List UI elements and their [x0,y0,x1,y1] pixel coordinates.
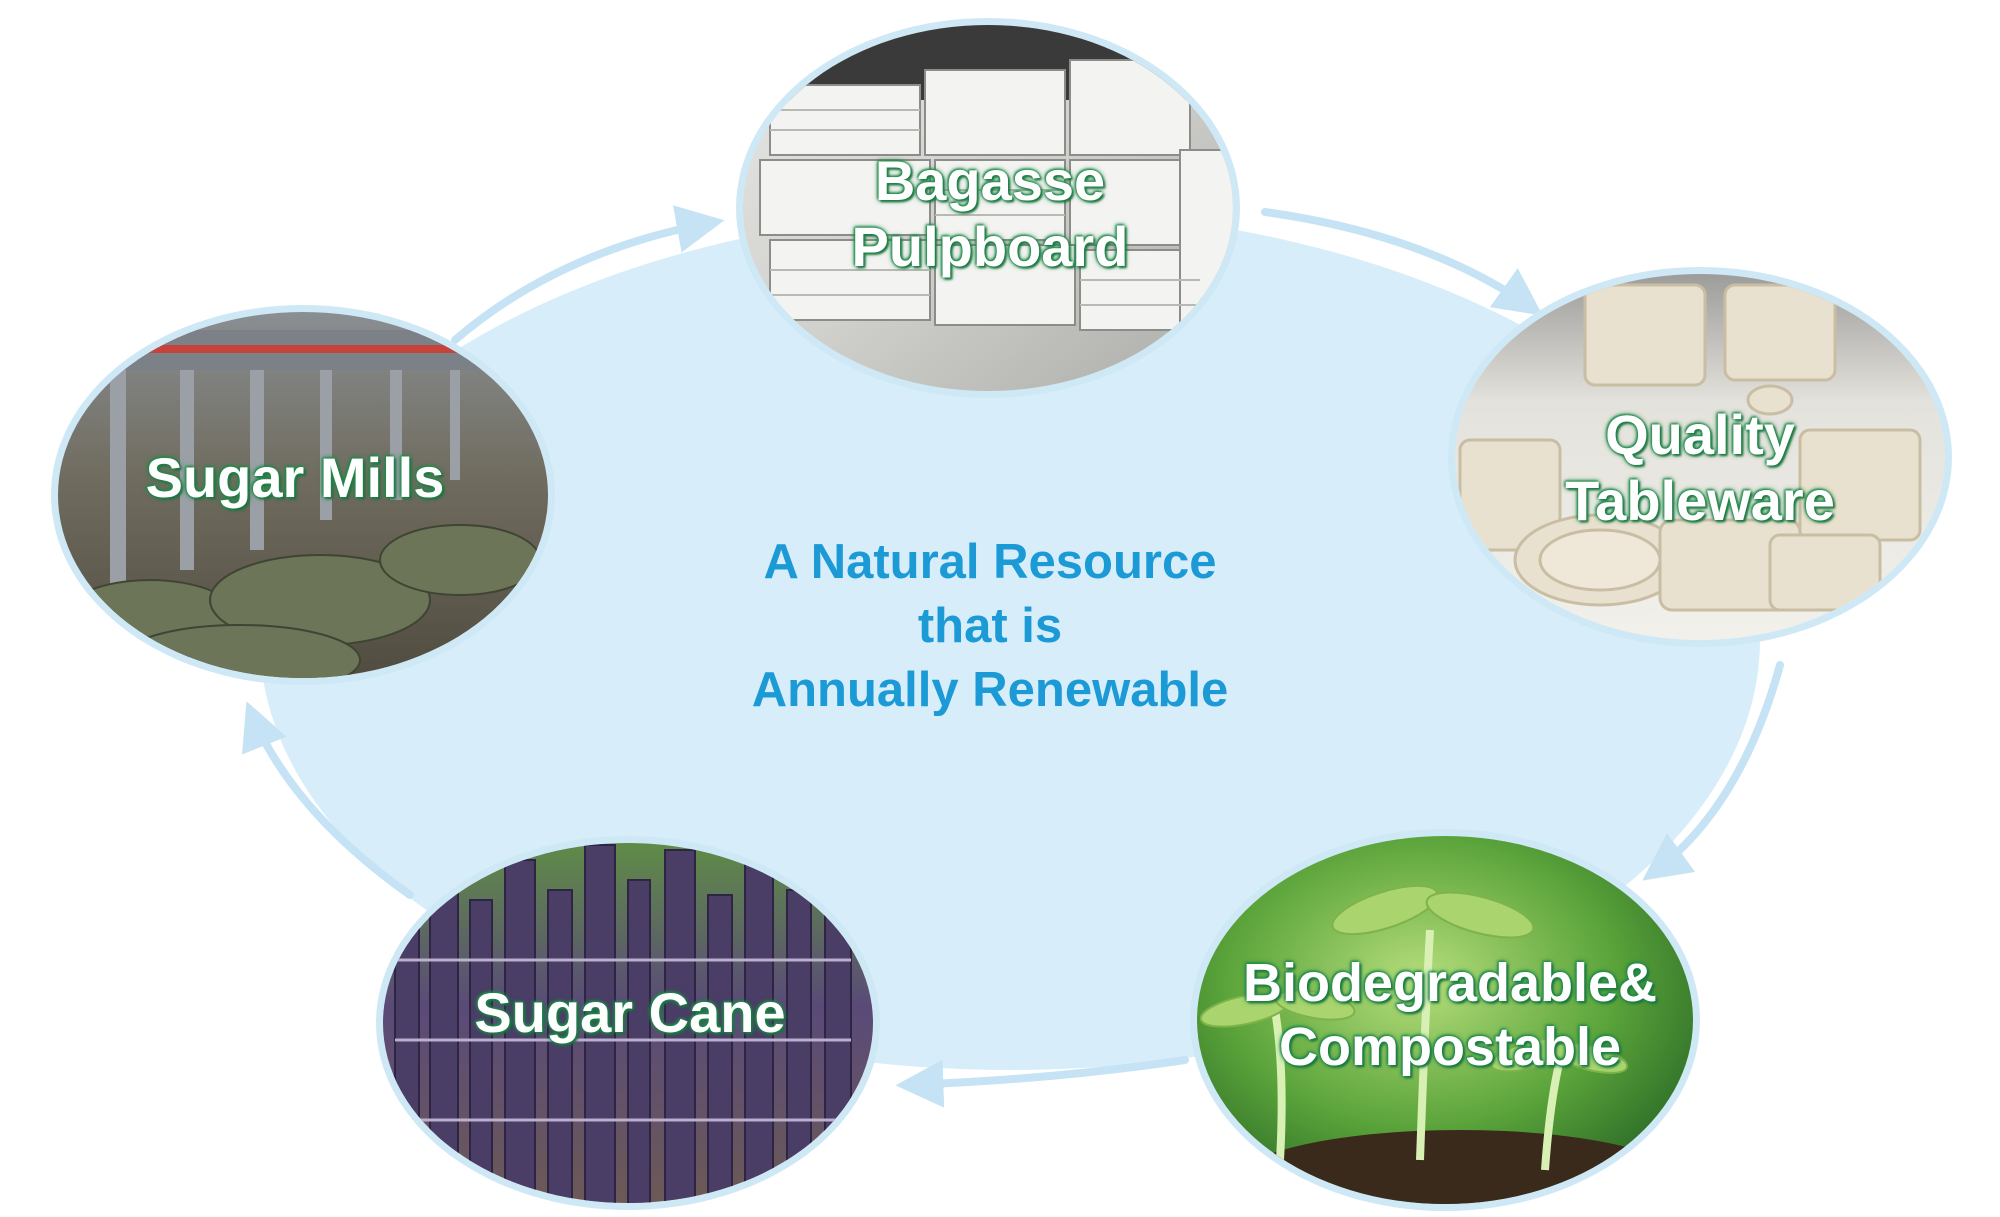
arrow-biodegradable-to-cane [895,1056,1189,1108]
label-bagasse-pulpboard: Bagasse Pulpboard [790,148,1190,280]
arrow-tableware-to-biodegradable [1642,661,1784,881]
center-caption-line-1: A Natural Resource [763,535,1217,589]
label-biodegradable-compostable: Biodegradable& Compostable [1200,952,1700,1079]
cycle-arrows [241,205,1784,1108]
arrow-bagasse-to-tableware [1261,208,1543,316]
label-tableware-line-1: Quality [1605,403,1795,466]
label-sugar-cane: Sugar Cane [430,980,830,1046]
sugar-mills-image [58,312,548,678]
label-sugar-cane-line-1: Sugar Cane [474,981,786,1044]
label-bagasse-line-2: Pulpboard [851,215,1129,279]
center-caption: A Natural Resource that is Annually Rene… [640,530,1340,722]
node-quality-tableware [1448,267,1952,647]
arrow-cane-to-mills [241,701,414,899]
center-caption-line-3: Annually Renewable [751,663,1229,717]
node-sugar-cane [376,836,880,1210]
label-quality-tableware: Quality Tableware [1500,402,1900,534]
label-sugar-mills-line-1: Sugar Mills [145,446,445,509]
quality-tableware-image [1455,274,1945,640]
node-biodegradable-compostable [1190,829,1700,1211]
label-bagasse-line-1: Bagasse [874,149,1106,212]
sugar-cane-image [383,843,873,1203]
node-sugar-mills [51,305,555,685]
label-tableware-line-2: Tableware [1565,469,1835,533]
label-biodegradable-line-1: Biodegradable& [1242,953,1658,1013]
arrow-mills-to-bagasse [451,205,725,344]
label-biodegradable-line-2: Compostable [1278,1016,1622,1077]
label-sugar-mills: Sugar Mills [95,445,495,511]
center-caption-line-2: that is [917,599,1063,653]
biodegradable-compostable-image [1197,836,1693,1204]
